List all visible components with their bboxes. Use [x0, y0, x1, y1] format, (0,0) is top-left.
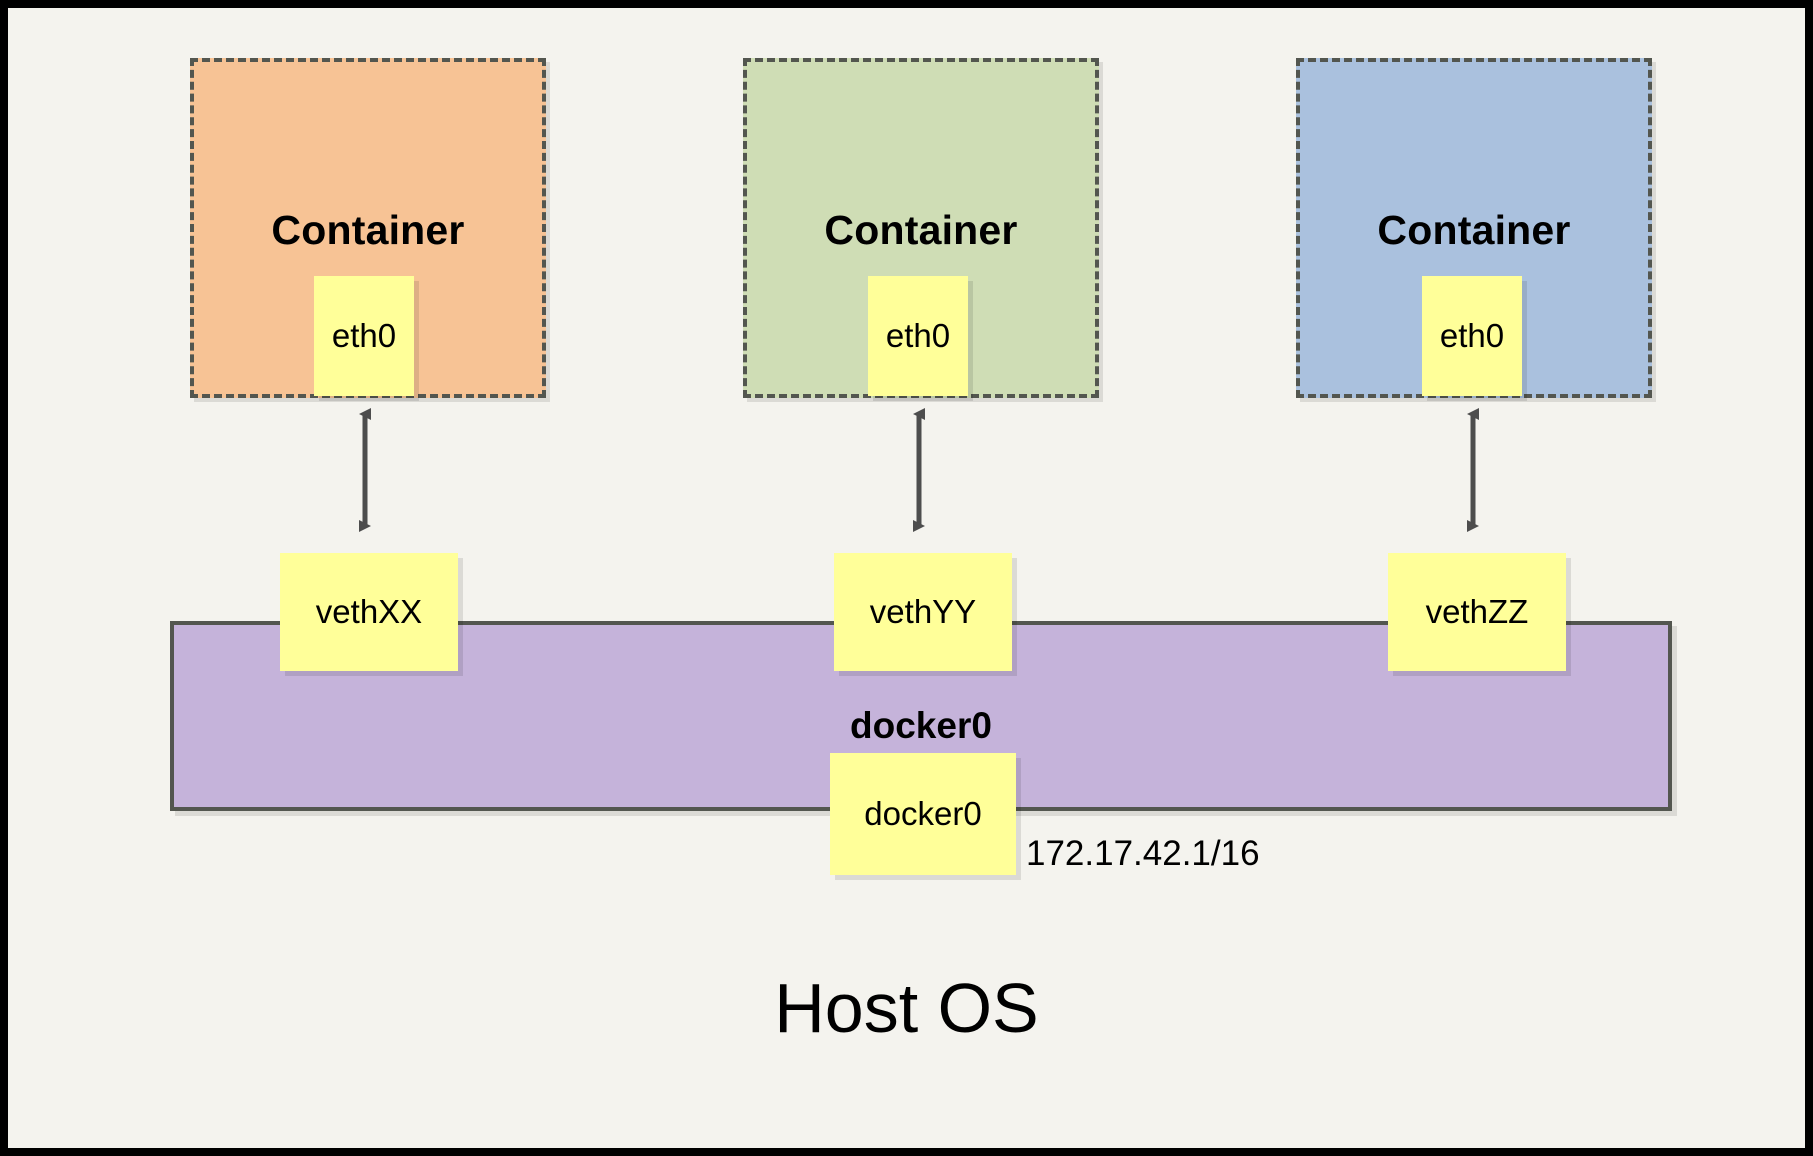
eth0-note-2[interactable]: eth0 — [868, 276, 968, 396]
docker0-bar-label: docker0 — [850, 705, 992, 746]
host-os-label: Host OS — [774, 969, 1039, 1047]
container-title-2: Container — [824, 207, 1018, 253]
veth-note-3[interactable]: vethZZ — [1388, 553, 1566, 671]
link-arrow-3 — [1467, 408, 1479, 532]
veth-note-1[interactable]: vethXX — [280, 553, 458, 671]
eth0-note-1[interactable]: eth0 — [314, 276, 414, 396]
container-title-3: Container — [1377, 207, 1571, 253]
link-arrow-1 — [359, 408, 371, 532]
docker0-ip-label: 172.17.42.1/16 — [1026, 834, 1260, 873]
container-box-3[interactable]: Container — [1296, 58, 1652, 398]
docker0-interface-note[interactable]: docker0 — [830, 753, 1016, 875]
container-title-1: Container — [271, 207, 465, 253]
veth-note-2[interactable]: vethYY — [834, 553, 1012, 671]
link-arrow-2 — [913, 408, 925, 532]
eth0-note-3[interactable]: eth0 — [1422, 276, 1522, 396]
